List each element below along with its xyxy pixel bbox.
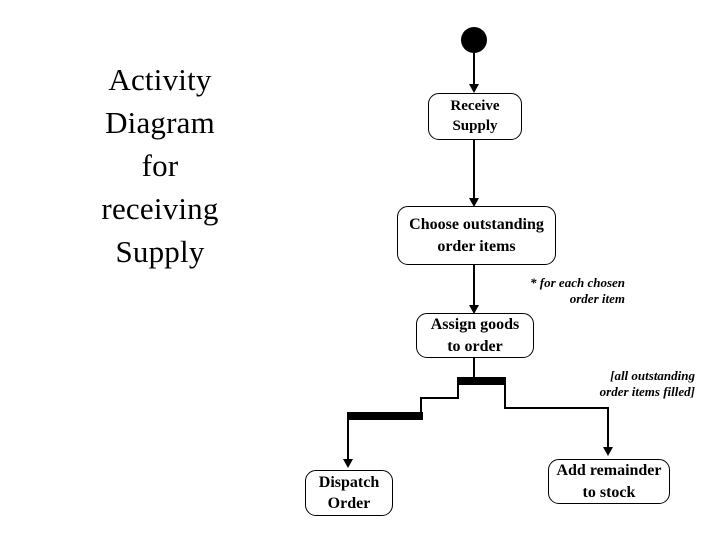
arrowhead-initial-to-receive bbox=[469, 84, 479, 93]
flow-join-step-left-down-2 bbox=[420, 397, 422, 415]
flow-initial-to-receive bbox=[473, 53, 475, 86]
flow-join-step-left-down-1 bbox=[457, 385, 459, 399]
annotation-for-each-chosen-order-item: * for each chosen order item bbox=[530, 275, 625, 306]
annotation-guard-all-outstanding-order-items-filled: [all outstanding order items filled] bbox=[599, 368, 695, 399]
flow-right-down-to-add-remainder bbox=[607, 407, 609, 450]
initial-node-icon bbox=[461, 27, 487, 53]
flow-join-step-right-down-1 bbox=[504, 385, 506, 409]
flow-join-step-left-across-1 bbox=[420, 397, 459, 399]
activity-node-assign-goods-to-order[interactable]: Assign goods to order bbox=[416, 313, 534, 358]
flow-fork-to-dispatch bbox=[347, 412, 349, 462]
arrowhead-choose-to-assign bbox=[469, 305, 479, 314]
join-bar-upper bbox=[457, 377, 506, 385]
flow-assign-to-join-bar bbox=[473, 358, 475, 379]
fork-bar-lower bbox=[347, 412, 423, 420]
activity-node-add-remainder-to-stock[interactable]: Add remainder to stock bbox=[548, 459, 670, 504]
activity-node-receive-supply[interactable]: Receive Supply bbox=[428, 93, 522, 140]
arrowhead-fork-to-dispatch bbox=[343, 459, 353, 468]
activity-node-dispatch-order[interactable]: Dispatch Order bbox=[305, 470, 393, 516]
activity-node-choose-outstanding-order-items[interactable]: Choose outstanding order items bbox=[397, 206, 556, 265]
flow-receive-to-choose bbox=[473, 140, 475, 200]
diagram-title: Activity Diagram for receiving Supply bbox=[101, 62, 219, 269]
arrowhead-receive-to-choose bbox=[469, 198, 479, 207]
flow-join-step-right-across-1 bbox=[504, 407, 609, 409]
flow-choose-to-assign bbox=[473, 265, 475, 310]
arrowhead-to-add-remainder bbox=[603, 447, 613, 456]
